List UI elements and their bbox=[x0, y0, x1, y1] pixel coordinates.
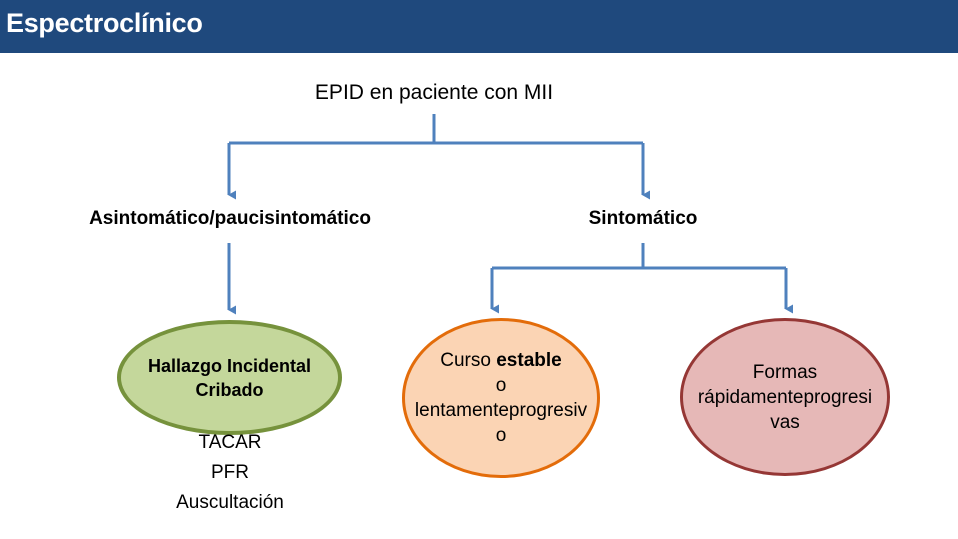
node-text-line: lentamenteprogresiv bbox=[414, 400, 588, 421]
node-text-prefix: Curso bbox=[440, 350, 497, 371]
node-text-line: Curso estable bbox=[415, 348, 587, 373]
node-text-line: Formas bbox=[752, 361, 818, 383]
header-bar: Espectroclínico bbox=[0, 0, 958, 53]
node-text-line: vas bbox=[770, 411, 800, 433]
node-text-bold: estable bbox=[496, 350, 562, 371]
node-text-line: rápidamenteprogresi bbox=[697, 386, 873, 408]
root-node-label: EPID en paciente con MII bbox=[314, 81, 554, 104]
node-text-line: o bbox=[495, 425, 507, 446]
node-text-line: Cribado bbox=[195, 379, 264, 400]
rapidly-progressive-node: Formas rápidamenteprogresi vas bbox=[680, 318, 890, 476]
test-list: TACAR PFR Auscultación bbox=[176, 428, 284, 518]
right-branch-label: Sintomático bbox=[588, 208, 698, 229]
stable-course-node: Curso estable o lentamenteprogresiv o bbox=[402, 318, 600, 478]
incidental-finding-node: Hallazgo Incidental Cribado bbox=[117, 320, 342, 435]
page-title: Espectroclínico bbox=[6, 8, 203, 38]
test-list-item: TACAR bbox=[198, 432, 262, 453]
node-text-line: Hallazgo Incidental bbox=[147, 355, 312, 376]
left-branch-label: Asintomático/paucisintomático bbox=[89, 208, 371, 229]
test-list-item: Auscultación bbox=[176, 492, 284, 513]
node-text-line: o bbox=[495, 375, 507, 396]
test-list-item: PFR bbox=[210, 462, 249, 483]
